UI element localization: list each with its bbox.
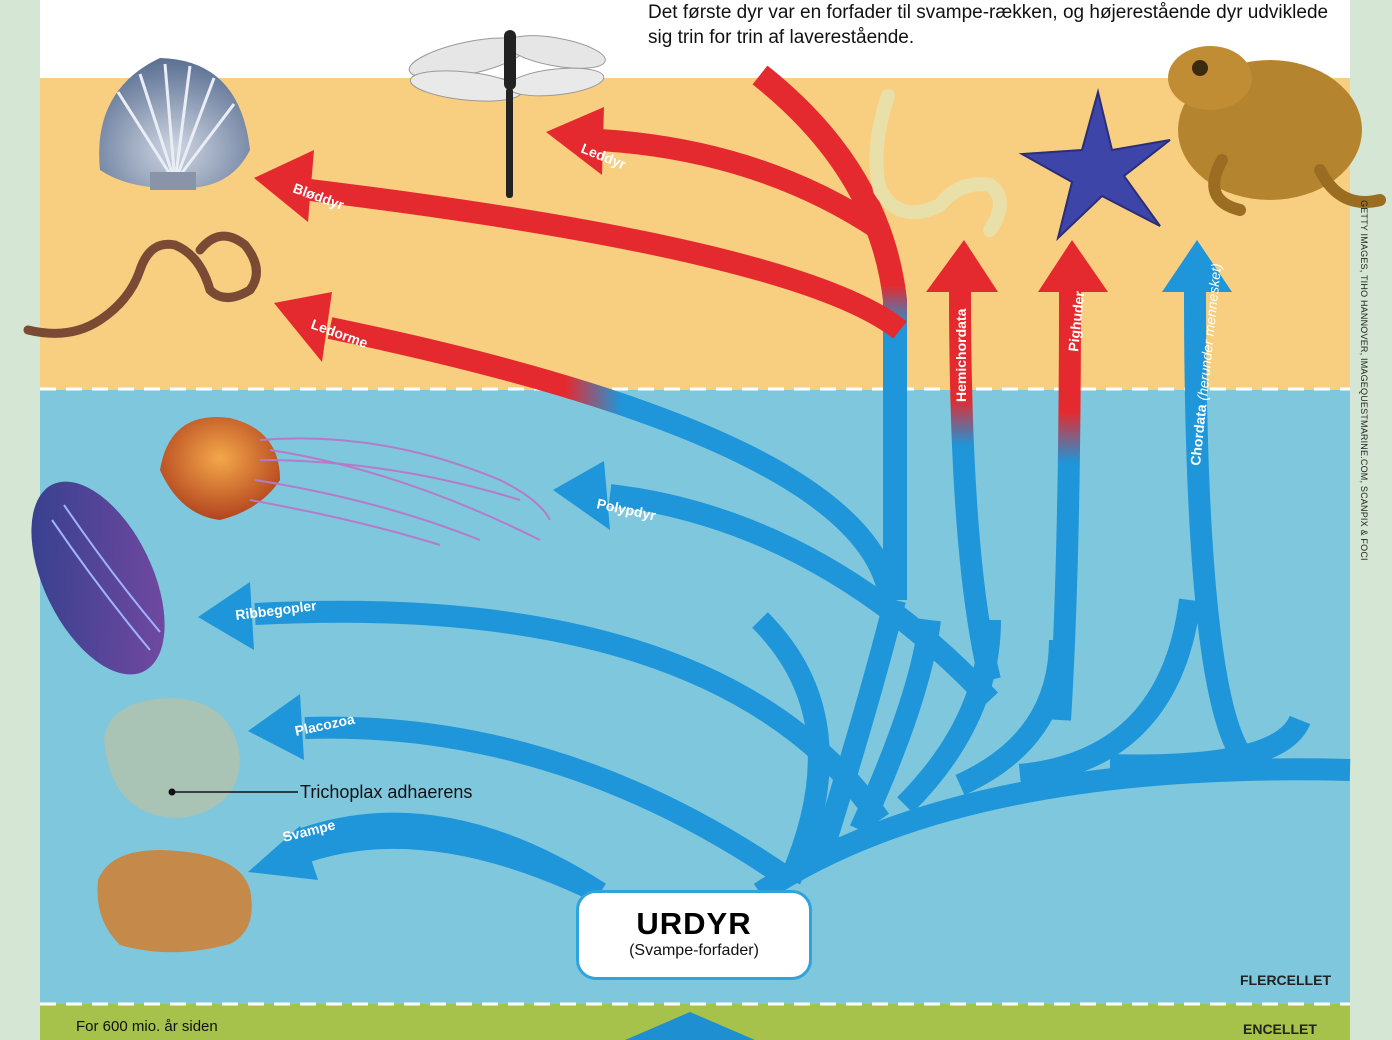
sponge-image	[97, 850, 251, 952]
zone-label-unicellular: ENCELLET	[1243, 1021, 1317, 1037]
root-title: URDYR	[579, 907, 809, 941]
time-label: For 600 mio. år siden	[76, 1018, 218, 1035]
trichoplax-pointer-dot	[169, 789, 176, 796]
zone-label-multicellular: FLERCELLET	[1240, 972, 1331, 988]
trichoplax-label: Trichoplax adhaerens	[300, 782, 472, 803]
header-text: Det første dyr var en forfader til svamp…	[648, 0, 1348, 50]
label-hemichordata: Hemichordata	[953, 308, 969, 402]
photo-credit-text: GETTY IMAGES, TIHO HANNOVER, IMAGEQUESTM…	[1359, 200, 1369, 561]
root-box: URDYR (Svampe-forfader)	[576, 890, 812, 980]
branch-pighuder	[1060, 292, 1070, 720]
root-subtitle: (Svampe-forfader)	[579, 941, 809, 961]
photo-credit: GETTY IMAGES, TIHO HANNOVER, IMAGEQUESTM…	[1355, 200, 1369, 1020]
